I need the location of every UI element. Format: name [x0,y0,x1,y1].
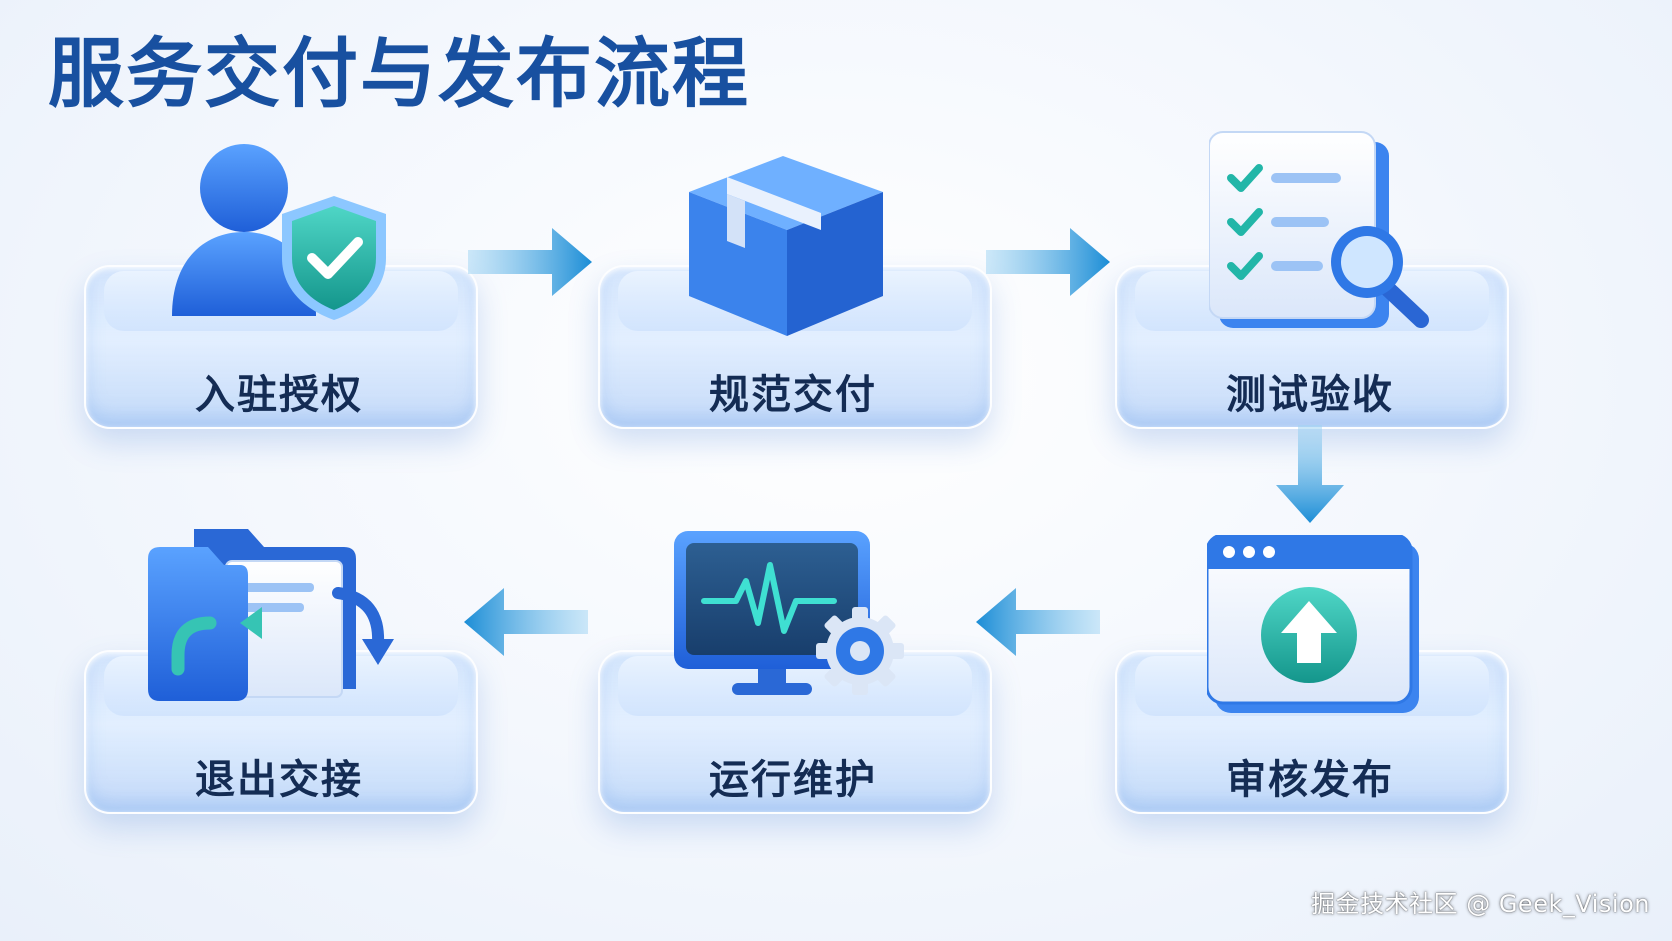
checklist-magnifier-icon [1209,131,1429,328]
step-exit-handover: 退出交接 [84,525,478,825]
folder-return-icon [148,529,394,701]
flow-arrow-right [468,228,592,296]
step-standard-delivery: 规范交付 [598,140,992,440]
step-label: 运行维护 [709,757,877,803]
user-shield-icon [172,144,386,320]
step-label: 规范交付 [709,372,877,418]
monitor-heartbeat-gear-icon [674,531,904,695]
step-review-release: 审核发布 [1115,525,1509,825]
package-box-icon [689,156,883,336]
browser-upload-icon [1207,535,1419,713]
flow-arrow-left [464,588,588,656]
watermark: 掘金技术社区 @ Geek_Vision [1311,890,1650,918]
step-label: 审核发布 [1226,757,1394,803]
flow-arrow-down [1276,425,1344,523]
step-label: 入驻授权 [195,372,363,418]
step-operation-maintenance: 运行维护 [598,525,992,825]
step-label: 退出交接 [195,757,363,803]
step-onboarding-authorization: 入驻授权 [84,140,478,440]
page-title: 服务交付与发布流程 [48,29,750,118]
step-testing-acceptance: 测试验收 [1115,131,1509,440]
flow-arrow-right [986,228,1110,296]
flow-arrow-left [976,588,1100,656]
step-label: 测试验收 [1226,372,1394,418]
